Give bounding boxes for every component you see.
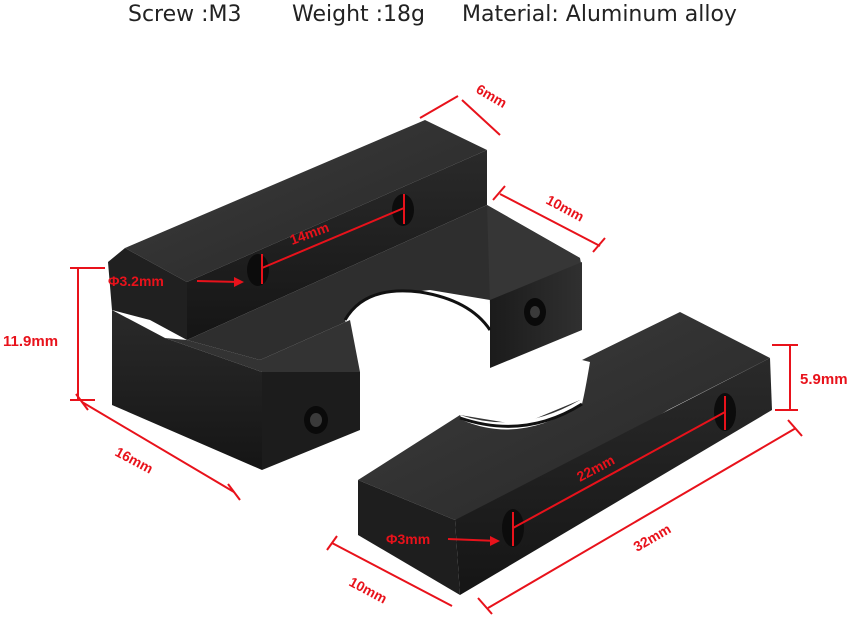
- label-clamp-height: 5.9mm: [800, 371, 848, 388]
- hole-left: [247, 254, 269, 286]
- spec-screw: Screw :M3: [128, 2, 242, 27]
- spec-bar: Screw :M3 Weight :18g Material: Aluminum…: [0, 0, 867, 34]
- label-clamp-width: 10mm: [347, 574, 390, 607]
- spec-material: Material: Aluminum alloy: [462, 2, 737, 27]
- label-clamp-length: 32mm: [631, 521, 674, 555]
- label-hole-diameter: Φ3.2mm: [108, 273, 164, 289]
- label-height: 11.9mm: [3, 333, 58, 350]
- label-clamp-hole-diameter: Φ3mm: [386, 531, 430, 547]
- spec-weight: Weight :18g: [292, 2, 426, 27]
- label-thickness: 6mm: [474, 81, 510, 111]
- dimension-lines: [70, 95, 803, 615]
- bracket-part: [108, 120, 582, 470]
- dimension-arrowheads: [234, 277, 500, 546]
- label-depth: 16mm: [113, 444, 156, 477]
- clamp-part: [358, 312, 772, 595]
